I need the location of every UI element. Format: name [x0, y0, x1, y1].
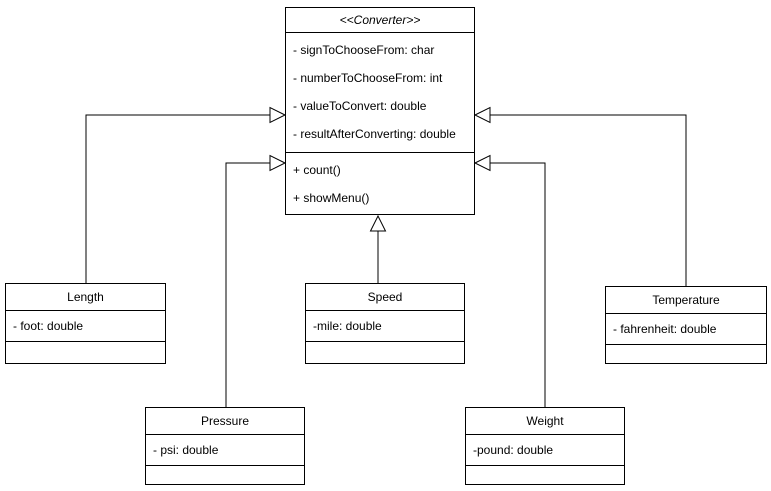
method: + showMenu(): [293, 191, 370, 205]
method: + count(): [293, 163, 341, 177]
generalization-speed-to-converter: [369, 214, 387, 283]
attribute: - numberToChooseFrom: int: [293, 71, 443, 85]
attribute: - foot: double: [13, 319, 84, 333]
class-temperature-title: Temperature: [606, 287, 766, 314]
class-converter-attributes: - signToChooseFrom: char - numberToChoos…: [286, 33, 474, 153]
hollow-triangle-arrowhead: [473, 106, 491, 124]
class-speed-methods: [306, 342, 464, 363]
class-temperature: Temperature - fahrenheit: double: [605, 286, 767, 364]
class-converter-title: <<Converter>>: [286, 8, 474, 33]
class-speed: Speed -mile: double: [305, 283, 465, 364]
hollow-triangle-arrowhead: [369, 214, 387, 232]
attribute: - signToChooseFrom: char: [293, 43, 435, 57]
class-length-title: Length: [6, 284, 165, 311]
generalization-temperature-to-converter: [473, 106, 687, 286]
attribute: -pound: double: [473, 443, 554, 457]
attribute: - valueToConvert: double: [293, 99, 427, 113]
class-pressure: Pressure - psi: double: [145, 407, 305, 485]
attribute: - fahrenheit: double: [613, 322, 717, 336]
class-pressure-attributes: - psi: double: [146, 435, 304, 466]
class-pressure-title: Pressure: [146, 408, 304, 435]
hollow-triangle-arrowhead: [269, 106, 287, 124]
class-weight: Weight -pound: double: [465, 407, 625, 485]
class-converter: <<Converter>> - signToChooseFrom: char -…: [285, 7, 475, 215]
attribute: - resultAfterConverting: double: [293, 127, 456, 141]
class-temperature-attributes: - fahrenheit: double: [606, 314, 766, 345]
class-length-attributes: - foot: double: [6, 311, 165, 342]
generalization-pressure-to-converter: [225, 154, 287, 407]
class-weight-attributes: -pound: double: [466, 435, 624, 466]
class-converter-methods: + count() + showMenu(): [286, 153, 474, 214]
class-weight-methods: [466, 466, 624, 484]
hollow-triangle-arrowhead: [473, 154, 491, 172]
attribute: -mile: double: [313, 319, 382, 333]
class-speed-attributes: -mile: double: [306, 311, 464, 342]
class-weight-title: Weight: [466, 408, 624, 435]
class-temperature-methods: [606, 345, 766, 363]
attribute: - psi: double: [153, 443, 219, 457]
hollow-triangle-arrowhead: [269, 154, 287, 172]
generalization-weight-to-converter: [473, 154, 546, 407]
class-length-methods: [6, 342, 165, 363]
generalization-length-to-converter: [85, 106, 287, 283]
class-pressure-methods: [146, 466, 304, 484]
class-length: Length - foot: double: [5, 283, 166, 364]
class-speed-title: Speed: [306, 284, 464, 311]
